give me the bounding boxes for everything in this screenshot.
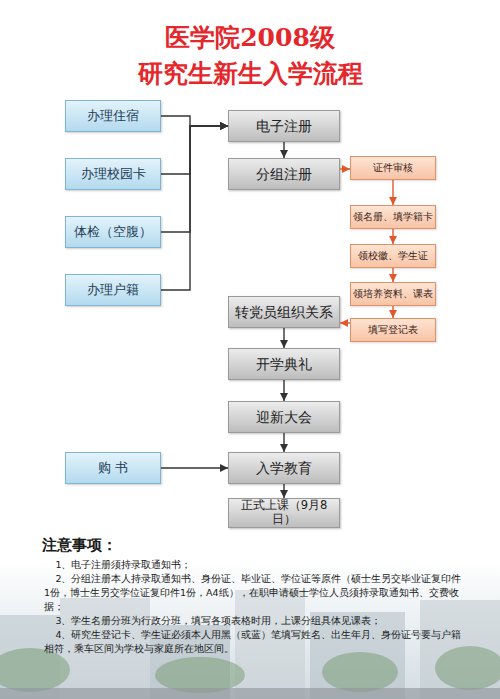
note-heading: 注意事项： [42, 536, 117, 555]
process-box: 证件审核 [350, 156, 436, 180]
process-box: 入学教育 [228, 452, 340, 484]
process-box: 分组注册 [228, 158, 340, 190]
node-text: 正式上课（9月8日） [229, 499, 339, 527]
flow-arrow [283, 142, 284, 158]
node-text: 购 书 [96, 460, 130, 476]
diagram-title: 医学院2008级 研究生新生入学流程 [100, 20, 400, 92]
node-text: 领名册、填学籍卡 [351, 211, 435, 223]
note-item: 4、研究生登记卡、学生证必须本人用黑（或蓝）笔填写姓名、出生年月、身份证号要与户… [44, 628, 464, 656]
node-text: 办理校园卡 [79, 166, 148, 182]
flow-arrow [392, 268, 393, 282]
building [235, 590, 305, 699]
flow-arrow [392, 306, 393, 318]
tree [435, 646, 500, 690]
node-text: 领校徽、学生证 [356, 250, 430, 262]
process-box: 迎新大会 [228, 401, 340, 433]
flow-arrow [283, 433, 284, 452]
flow-arrow [161, 126, 228, 232]
flow-arrow [283, 484, 284, 498]
node-text: 领培养资料、课表 [351, 288, 435, 300]
tree [155, 657, 245, 693]
process-box: 办理户籍 [65, 274, 161, 306]
node-text: 转党员组织关系 [233, 304, 335, 321]
tree [322, 652, 398, 692]
process-box: 办理校园卡 [65, 158, 161, 190]
process-box: 电子注册 [228, 110, 340, 142]
flow-arrow [340, 168, 350, 169]
flow-arrow [340, 322, 350, 323]
process-box: 办理住宿 [65, 100, 161, 132]
flow-arrow [161, 467, 228, 468]
flow-arrow [283, 328, 284, 348]
process-box: 体检（空腹） [65, 216, 161, 248]
node-text: 迎新大会 [254, 409, 314, 426]
road [0, 688, 500, 699]
flow-arrow [392, 180, 393, 205]
process-box: 领名册、填学籍卡 [350, 205, 436, 229]
node-text: 入学教育 [254, 460, 314, 477]
process-box: 领培养资料、课表 [350, 282, 436, 306]
node-text: 电子注册 [254, 118, 314, 135]
node-text: 分组注册 [254, 166, 314, 183]
tree [0, 648, 70, 692]
node-text: 办理住宿 [85, 108, 141, 124]
flow-arrow [283, 380, 284, 401]
flow-arrow [161, 126, 228, 174]
note-item: 3、学生名册分班为行政分班，填写各项表格时用，上课分组具体见课表； [44, 614, 464, 628]
process-box: 转党员组织关系 [228, 296, 340, 328]
process-box: 正式上课（9月8日） [228, 498, 340, 528]
node-text: 开学典礼 [254, 356, 314, 373]
node-text: 体检（空腹） [72, 224, 154, 240]
node-text: 填写登记表 [366, 324, 420, 336]
node-text: 证件审核 [371, 162, 415, 174]
photo-sky [0, 560, 500, 699]
process-box: 购 书 [65, 452, 161, 484]
note-item: 2、分组注册本人持录取通知书、身份证、毕业证、学位证等原件（硕士生另交毕业证复印… [44, 572, 464, 614]
process-box: 开学典礼 [228, 348, 340, 380]
process-box: 填写登记表 [350, 318, 436, 342]
note-item: 1、电子注册须持录取通知书； [44, 558, 464, 572]
flow-arrow [161, 116, 228, 126]
process-box: 领校徽、学生证 [350, 244, 436, 268]
flow-arrow [392, 229, 393, 244]
campus-buildings [0, 590, 500, 699]
flow-arrow [161, 126, 228, 290]
node-text: 办理户籍 [85, 282, 141, 298]
